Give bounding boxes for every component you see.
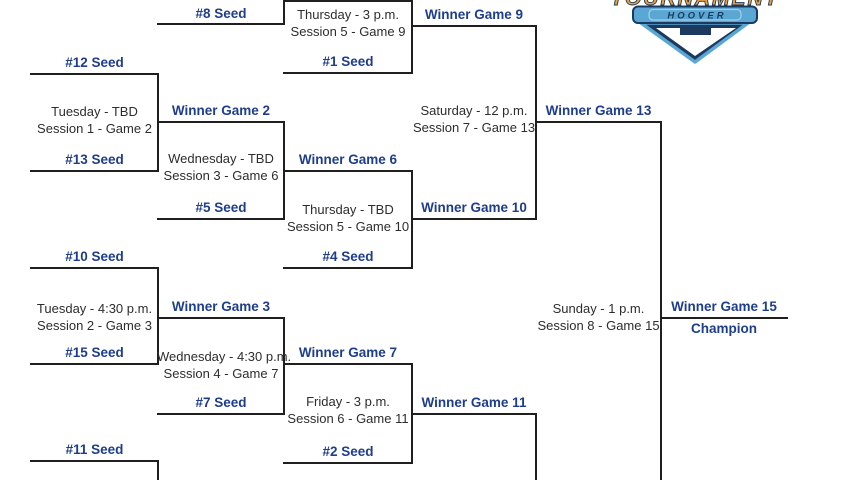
seed-12-label: #12 Seed xyxy=(65,55,124,70)
bracket-line xyxy=(283,267,413,269)
game-6-time: Wednesday - TBD xyxy=(168,151,274,166)
bracket-line xyxy=(411,0,413,74)
seed-1-label: #1 Seed xyxy=(322,54,374,69)
logo-banner xyxy=(632,5,758,24)
winner-game-3-label: Winner Game 3 xyxy=(171,299,271,314)
bracket-line xyxy=(411,170,413,269)
bracket-line xyxy=(283,72,413,74)
bracket-line xyxy=(283,0,285,25)
bracket-line xyxy=(157,460,159,480)
game-15-schedule: Sunday - 1 p.m. Session 8 - Game 15 xyxy=(535,300,662,334)
bracket-line xyxy=(30,170,159,172)
bracket-line xyxy=(411,363,413,464)
winner-game-2-label: Winner Game 2 xyxy=(171,103,271,118)
bracket-line xyxy=(283,121,285,220)
bracket-line xyxy=(535,121,662,123)
bracket-line xyxy=(535,413,537,480)
game-13-session: Session 7 - Game 13 xyxy=(412,120,536,135)
game-13-time: Saturday - 12 p.m. xyxy=(420,103,528,118)
logo-banner-inner-outline xyxy=(648,8,742,21)
bracket-line xyxy=(157,73,159,172)
seed-5-label: #5 Seed xyxy=(195,200,247,215)
winner-game-15-label: Winner Game 15 xyxy=(671,299,777,314)
game-2-schedule: Tuesday - TBD Session 1 - Game 2 xyxy=(30,103,159,137)
seed-11-label: #11 Seed xyxy=(65,442,124,457)
game-2-session: Session 1 - Game 2 xyxy=(37,121,152,136)
bracket-line xyxy=(283,317,285,415)
bracket-line xyxy=(157,317,285,319)
logo-subtitle: HOOVER xyxy=(667,11,726,22)
seed-8-label: #8 Seed xyxy=(195,6,247,21)
bracket-line xyxy=(283,462,413,464)
bracket-line xyxy=(411,25,537,27)
winner-game-13-label: Winner Game 13 xyxy=(545,103,652,118)
bracket-line xyxy=(283,363,413,365)
bracket-line xyxy=(660,121,662,480)
game-6-schedule: Wednesday - TBD Session 3 - Game 6 xyxy=(157,150,285,184)
game-11-schedule: Friday - 3 p.m. Session 6 - Game 11 xyxy=(283,393,413,427)
game-10-schedule: Thursday - TBD Session 5 - Game 10 xyxy=(283,201,413,235)
seed-7-label: #7 Seed xyxy=(195,395,247,410)
game-7-schedule: Wednesday - 4:30 p.m. Session 4 - Game 7 xyxy=(157,348,292,382)
tournament-hoover-logo: HOOVER TOURNAMENT xyxy=(610,0,780,64)
bracket-line xyxy=(157,218,285,220)
bracket-line xyxy=(30,73,159,75)
game-7-session: Session 4 - Game 7 xyxy=(163,366,279,381)
game-7-time: Wednesday - 4:30 p.m. xyxy=(157,349,292,364)
winner-game-11-label: Winner Game 11 xyxy=(421,395,527,410)
seed-13-label: #13 Seed xyxy=(65,152,124,167)
game-3-schedule: Tuesday - 4:30 p.m. Session 2 - Game 3 xyxy=(30,300,159,334)
game-15-session: Session 8 - Game 15 xyxy=(537,318,660,333)
bracket-line xyxy=(157,267,159,365)
game-11-session: Session 6 - Game 11 xyxy=(287,411,409,426)
game-9-session: Session 5 - Game 9 xyxy=(290,24,406,39)
winner-game-9-label: Winner Game 9 xyxy=(424,7,524,22)
game-3-time: Tuesday - 4:30 p.m. xyxy=(36,301,153,316)
bracket-line xyxy=(30,363,159,365)
seed-2-label: #2 Seed xyxy=(322,444,374,459)
bracket-line xyxy=(157,23,285,25)
winner-game-10-label: Winner Game 10 xyxy=(421,200,527,215)
bracket-line xyxy=(30,460,159,462)
game-10-session: Session 5 - Game 10 xyxy=(286,219,410,234)
bracket-line xyxy=(157,121,285,123)
bracket-line xyxy=(411,413,537,415)
seed-4-label: #4 Seed xyxy=(322,249,374,264)
bracket-line xyxy=(283,170,413,172)
bracket-line xyxy=(157,413,285,415)
seed-10-label: #10 Seed xyxy=(65,249,124,264)
game-11-time: Friday - 3 p.m. xyxy=(306,394,390,409)
game-2-time: Tuesday - TBD xyxy=(51,104,138,119)
winner-game-6-label: Winner Game 6 xyxy=(298,152,398,167)
champion-label: Champion xyxy=(691,321,757,336)
logo-chevron-icon xyxy=(656,28,736,56)
bracket-line xyxy=(283,0,413,2)
game-10-time: Thursday - TBD xyxy=(302,202,394,217)
game-15-time: Sunday - 1 p.m. xyxy=(552,301,645,316)
bracket-line xyxy=(30,267,159,269)
game-3-session: Session 2 - Game 3 xyxy=(37,318,152,333)
bracket-line xyxy=(535,25,537,220)
champion-line xyxy=(660,317,788,319)
logo-title: TOURNAMENT xyxy=(611,0,780,10)
seed-15-label: #15 Seed xyxy=(65,345,124,360)
game-6-session: Session 3 - Game 6 xyxy=(163,168,279,183)
game-9-time: Thursday - 3 p.m. xyxy=(297,7,399,22)
game-13-schedule: Saturday - 12 p.m. Session 7 - Game 13 xyxy=(411,102,537,136)
game-9-schedule: Thursday - 3 p.m. Session 5 - Game 9 xyxy=(283,6,413,40)
bracket-line xyxy=(411,218,537,220)
winner-game-7-label: Winner Game 7 xyxy=(298,345,398,360)
